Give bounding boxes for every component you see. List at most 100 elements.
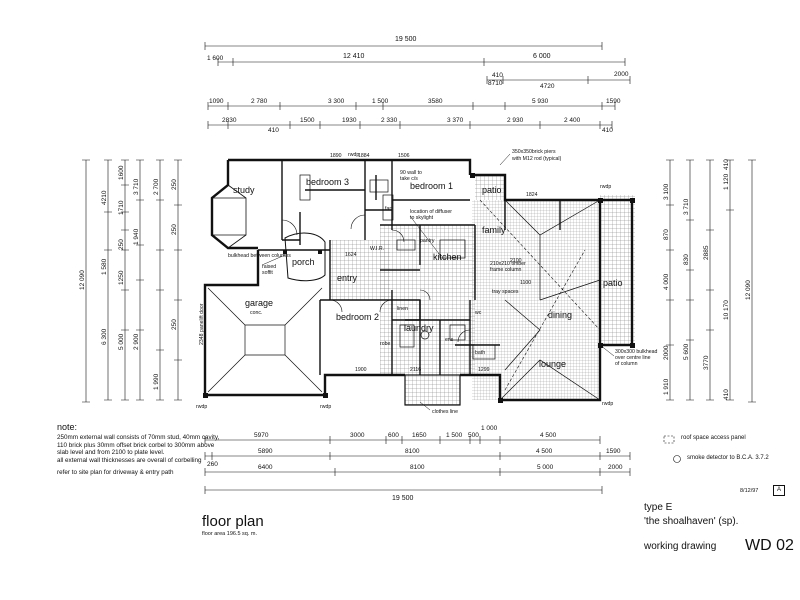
room-labels: study bedroom 3 bedroom 1 patio patio fa… bbox=[233, 177, 623, 369]
note-piers-1: 350x350brick piers bbox=[512, 149, 556, 155]
note-bulkhead-1: bulkhead between columns bbox=[228, 253, 291, 259]
dim-b3-d: 2000 bbox=[608, 464, 623, 471]
dim-right-overall: 12 090 bbox=[745, 280, 752, 300]
dim-b1-g: 1 000 bbox=[481, 425, 498, 432]
outer-walls bbox=[203, 158, 634, 402]
rwdp-top: rwdp bbox=[348, 152, 359, 158]
building bbox=[203, 158, 635, 406]
dim-int-2100: 2100 bbox=[510, 258, 522, 264]
note-line-1: 250mm external wall consists of 70mm stu… bbox=[57, 434, 220, 457]
dim-right-5: 1 910 bbox=[663, 378, 670, 395]
dim-b2-b: 5890 bbox=[258, 448, 273, 455]
dim-left-6: 250 bbox=[118, 239, 125, 250]
annotations: 350x350brick piers with M12 rod (typical… bbox=[196, 149, 658, 415]
note-frame-2: frame column bbox=[490, 267, 522, 273]
rwdp-tr: rwdp bbox=[600, 184, 611, 190]
room-lounge: lounge bbox=[539, 359, 566, 369]
right-dimensions bbox=[666, 159, 756, 403]
dim-right-11: 1 120 bbox=[723, 173, 730, 190]
note-soffit-2: soffit bbox=[262, 270, 273, 276]
dim-int-2116: 2116 bbox=[410, 367, 421, 373]
dim-left-7: 1250 bbox=[118, 270, 125, 285]
sheet-number: WD 02 bbox=[745, 537, 794, 554]
room-kitchen: kitchen bbox=[433, 252, 462, 262]
dim-b2-c: 8100 bbox=[405, 448, 420, 455]
note-line-2: all external wall thicknesses are overal… bbox=[57, 456, 202, 464]
dim-left-15: 250 bbox=[171, 224, 178, 235]
room-bedroom-2: bedroom 2 bbox=[336, 312, 379, 322]
dim-t1-b: 12 410 bbox=[343, 53, 365, 60]
top-dimensions bbox=[204, 42, 631, 129]
room-patio-right: patio bbox=[603, 278, 623, 288]
family-roof-lines bbox=[499, 199, 601, 401]
note-diffuser-1: location of diffuser bbox=[410, 209, 452, 215]
dim-t4-c: 1500 bbox=[300, 117, 315, 124]
dim-left-1: 4210 bbox=[101, 190, 108, 205]
dim-b1-b: 3000 bbox=[350, 432, 365, 439]
dim-right-13: 410 bbox=[723, 159, 730, 170]
dim-b1-c: 600 bbox=[388, 432, 399, 439]
note-clothes-line: clothes line bbox=[432, 409, 458, 415]
dim-t4-d: 1930 bbox=[342, 117, 357, 124]
room-ens: ens bbox=[445, 337, 454, 343]
room-wir: W.I.R. bbox=[370, 246, 384, 252]
dim-right-1: 3 100 bbox=[663, 183, 670, 200]
dim-overall-top: 19 500 bbox=[395, 36, 417, 43]
note-bulkhead-lounge-3: of column bbox=[615, 361, 638, 367]
dim-right-2: 870 bbox=[663, 229, 670, 240]
dim-b3-a: 6400 bbox=[258, 464, 273, 471]
dim-int-1890: 1890 bbox=[330, 153, 342, 159]
room-bath: bath bbox=[475, 350, 485, 356]
room-patio-top: patio bbox=[482, 185, 502, 195]
note-wall-1: 90 wall to bbox=[400, 170, 422, 176]
dim-right-10: 3770 bbox=[703, 355, 710, 370]
house-type: type E bbox=[644, 502, 673, 513]
room-linen: linen bbox=[397, 306, 408, 312]
room-wc: wc bbox=[475, 310, 482, 316]
dim-left-11: 2 900 bbox=[133, 333, 140, 350]
dim-t4-e: 2 330 bbox=[381, 117, 398, 124]
room-entry: entry bbox=[337, 273, 358, 283]
floor-plan-title: floor plan bbox=[202, 513, 264, 530]
left-dimensions bbox=[82, 159, 182, 403]
dim-left-garage-door: 2348 panelift door bbox=[199, 303, 205, 345]
dim-right-12: 10 170 bbox=[723, 300, 730, 320]
bottom-dimension-labels: 5970 3000 600 1650 1 500 500 1 000 4 500… bbox=[207, 425, 623, 502]
dim-left-2: 1 580 bbox=[101, 258, 108, 275]
note-line-3: refer to site plan for driveway & entry … bbox=[57, 469, 174, 477]
dim-t3-c: 3 300 bbox=[328, 98, 345, 105]
dim-t1-a: 1 600 bbox=[207, 55, 224, 62]
dim-b1-e: 1 500 bbox=[446, 432, 463, 439]
dim-int-1824: 1824 bbox=[526, 192, 538, 198]
note-block: note: 250mm external wall consists of 70… bbox=[57, 422, 222, 477]
interior-walls bbox=[258, 160, 561, 375]
room-study: study bbox=[233, 185, 255, 195]
room-bedroom-3: bedroom 3 bbox=[306, 177, 349, 187]
top-dimension-labels: 19 500 1 600 12 410 6 000 410 8710 4720 … bbox=[207, 36, 629, 134]
garage-sub-label: conc. bbox=[250, 310, 262, 316]
room-garage: garage bbox=[245, 298, 273, 308]
dim-right-3: 4 000 bbox=[663, 273, 670, 290]
diffuser-line bbox=[479, 199, 601, 391]
room-family: family bbox=[482, 225, 506, 235]
dim-b3-c: 5 000 bbox=[537, 464, 554, 471]
room-laundry: laundry bbox=[404, 323, 434, 333]
dim-t2-d: 2000 bbox=[614, 71, 629, 78]
room-robe: robe bbox=[380, 341, 390, 347]
note-diffuser-2: to skylight bbox=[410, 215, 434, 221]
dim-t3-a: 1090 bbox=[209, 98, 224, 105]
dim-int-1506: 1506 bbox=[398, 153, 410, 159]
dim-left-12: 2 700 bbox=[153, 178, 160, 195]
clothes-line-area bbox=[405, 375, 460, 405]
doors bbox=[281, 214, 471, 343]
dim-right-14: 410 bbox=[723, 389, 730, 400]
dim-left-9: 3 710 bbox=[133, 178, 140, 195]
dim-right-9: 2885 bbox=[703, 245, 710, 260]
dim-left-8: 5 000 bbox=[118, 333, 125, 350]
house-name: 'the shoalhaven' (sp). bbox=[644, 516, 739, 527]
dim-int-1900: 1900 bbox=[355, 367, 367, 373]
dim-int-hall: 1624 bbox=[345, 252, 357, 258]
dim-left-10: 1 940 bbox=[133, 228, 140, 245]
dim-t2-a: 410 bbox=[492, 72, 503, 79]
